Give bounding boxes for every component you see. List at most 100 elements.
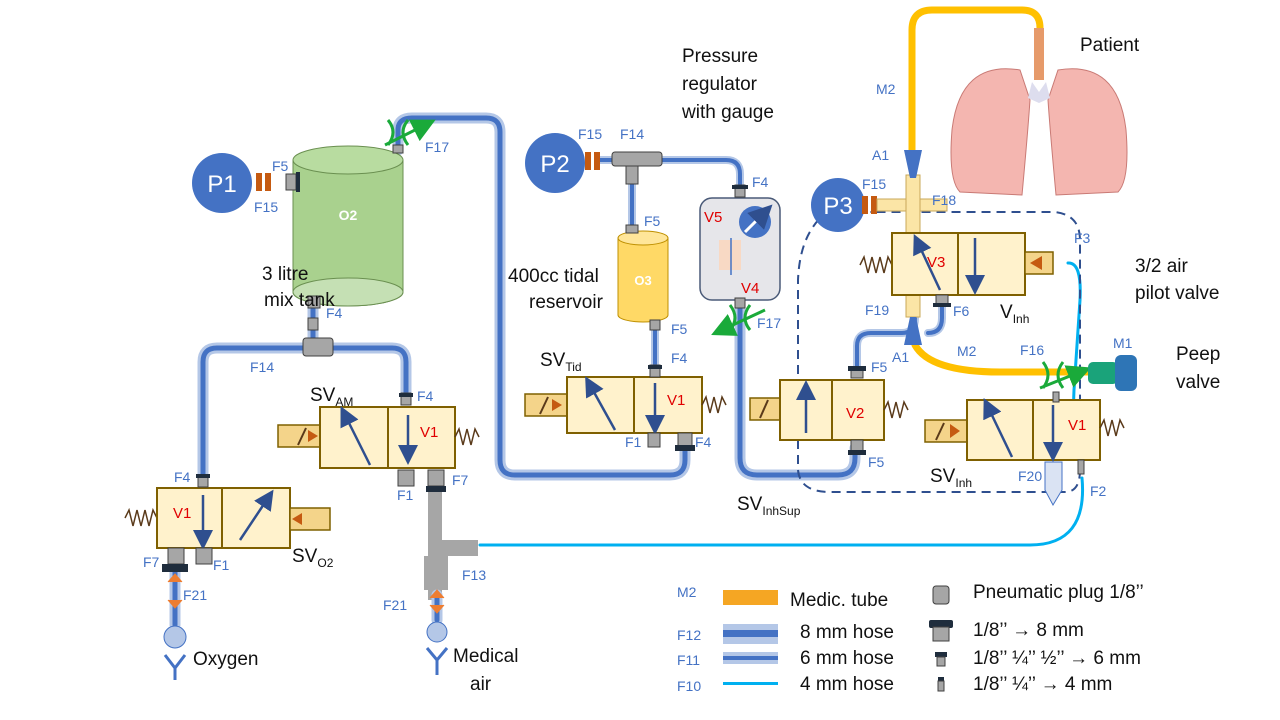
muffler-f20 xyxy=(1044,461,1063,507)
legend-swatch-4mm xyxy=(723,682,778,685)
svg-text:8 mm hose: 8 mm hose xyxy=(800,622,894,643)
svg-text:A1: A1 xyxy=(892,349,909,365)
svg-text:F15: F15 xyxy=(862,176,886,192)
o3-tidal-reservoir: O3 xyxy=(617,230,669,323)
throttle-f17-regulator xyxy=(711,304,766,336)
valve-sv-inh: V1 xyxy=(924,397,1125,507)
svg-text:6 mm hose: 6 mm hose xyxy=(800,648,894,669)
hose-regulator-to-inhsup xyxy=(734,296,946,481)
svg-text:Pressure: Pressure xyxy=(682,46,758,67)
svg-text:400cc tidal: 400cc tidal xyxy=(508,266,599,287)
medic-tube-peep xyxy=(911,341,1104,376)
patient-lungs-image xyxy=(950,28,1128,196)
f15-couplers xyxy=(256,152,877,214)
svg-text:F4: F4 xyxy=(174,469,191,485)
legend-icon-plug xyxy=(932,585,950,605)
svg-text:F5: F5 xyxy=(671,321,688,337)
svg-text:F16: F16 xyxy=(1020,342,1044,358)
svg-text:F13: F13 xyxy=(462,567,486,583)
valve-v-inh-pilot: V3 xyxy=(859,232,1054,296)
label-sv-tid: SVTid xyxy=(540,350,582,374)
valve-id-v5: V5 xyxy=(704,209,722,226)
descriptive-labels: 3 litre mix tank 400cc tidal reservoir P… xyxy=(193,35,1220,695)
svg-text:Oxygen: Oxygen xyxy=(193,649,258,670)
svg-text:F19: F19 xyxy=(865,302,889,318)
inhalation-module-outline xyxy=(797,209,1081,493)
svg-text:Pneumatic plug 1/8’’: Pneumatic plug 1/8’’ xyxy=(973,582,1144,603)
svg-text:F5: F5 xyxy=(272,158,289,174)
valve-sv-o2: V1 xyxy=(124,487,331,550)
svg-text:Medic. tube: Medic. tube xyxy=(790,590,888,611)
svg-text:pilot valve: pilot valve xyxy=(1135,283,1220,304)
svg-text:F4: F4 xyxy=(752,174,769,190)
svg-text:M1: M1 xyxy=(1113,335,1133,351)
svg-text:V1: V1 xyxy=(420,424,438,441)
adapter-a1-top xyxy=(904,150,922,178)
label-sv-o2: SVO2 xyxy=(292,546,334,570)
gauge-p1: P1 xyxy=(192,153,252,213)
gauge-p2: P2 xyxy=(525,133,585,193)
svg-text:F4: F4 xyxy=(671,350,688,366)
svg-text:F10: F10 xyxy=(677,678,701,694)
svg-text:P2: P2 xyxy=(540,151,569,178)
svg-text:regulator: regulator xyxy=(682,74,758,95)
svg-text:F7: F7 xyxy=(143,554,160,570)
svg-text:F1: F1 xyxy=(625,434,642,450)
svg-text:F17: F17 xyxy=(425,139,449,155)
label-v-inh: VInh xyxy=(1000,302,1029,326)
svg-text:F21: F21 xyxy=(183,587,207,603)
svg-text:F21: F21 xyxy=(383,597,407,613)
svg-text:valve: valve xyxy=(1176,372,1220,393)
svg-text:V1: V1 xyxy=(1068,417,1086,434)
svg-text:Patient: Patient xyxy=(1080,35,1140,56)
svg-text:F20: F20 xyxy=(1018,468,1042,484)
svg-text:F4: F4 xyxy=(695,434,712,450)
svg-text:A1: A1 xyxy=(872,147,889,163)
svg-text:F1: F1 xyxy=(397,487,414,503)
svg-text:F5: F5 xyxy=(868,454,885,470)
legend-icon-fit-4 xyxy=(937,680,945,692)
svg-text:3/2 air: 3/2 air xyxy=(1135,256,1188,277)
label-sv-inhsup: SVInhSup xyxy=(737,494,801,518)
svg-text:3 litre: 3 litre xyxy=(262,264,308,285)
fittings xyxy=(162,144,1085,572)
svg-text:P3: P3 xyxy=(823,193,852,220)
svg-text:V2: V2 xyxy=(846,405,864,422)
throttle-f17-top xyxy=(384,119,436,147)
svg-text:V1: V1 xyxy=(173,505,191,522)
pressure-regulator: V5 V4 xyxy=(699,197,781,301)
svg-text:mix tank: mix tank xyxy=(264,290,335,311)
legend-icon-fit-8 xyxy=(932,626,950,642)
svg-text:F12: F12 xyxy=(677,627,701,643)
svg-text:F4: F4 xyxy=(326,305,343,321)
throttle-f16 xyxy=(1039,361,1092,390)
svg-text:F11: F11 xyxy=(677,652,700,668)
svg-text:F4: F4 xyxy=(417,388,434,404)
svg-text:M2: M2 xyxy=(876,81,896,97)
svg-text:F6: F6 xyxy=(953,303,970,319)
svg-text:F7: F7 xyxy=(452,472,469,488)
medical-air-inlet xyxy=(425,589,449,675)
medic-tube-patient xyxy=(908,6,1044,154)
svg-text:P1: P1 xyxy=(207,171,236,198)
part-labels: F5 F15 F17 F4 F14 F4 F4 F1 F7 F7 F1 F21 … xyxy=(143,81,1133,613)
svg-text:F15: F15 xyxy=(254,199,278,215)
tank-label-o2: O2 xyxy=(339,207,358,223)
svg-text:F14: F14 xyxy=(620,126,644,142)
legend-swatch-medic-tube xyxy=(723,590,778,605)
o2-mix-tank: O2 xyxy=(292,145,404,307)
svg-text:1/8’’ ¼’’ ½’’ → 6 mm: 1/8’’ ¼’’ ½’’ → 6 mm xyxy=(973,648,1141,669)
svg-text:F2: F2 xyxy=(1090,483,1107,499)
svg-text:Medical: Medical xyxy=(453,646,518,667)
valve-sv-tid: V1 xyxy=(524,376,727,435)
label-sv-am: SVAM xyxy=(310,385,353,409)
legend-icon-fit-6 xyxy=(936,656,946,667)
svg-text:F15: F15 xyxy=(578,126,602,142)
tank-label-o3: O3 xyxy=(634,273,651,288)
gauge-p3: P3 xyxy=(811,178,865,232)
svg-text:F5: F5 xyxy=(644,213,661,229)
hose-tank-to-tidal xyxy=(392,112,691,481)
svg-text:M2: M2 xyxy=(677,584,697,600)
